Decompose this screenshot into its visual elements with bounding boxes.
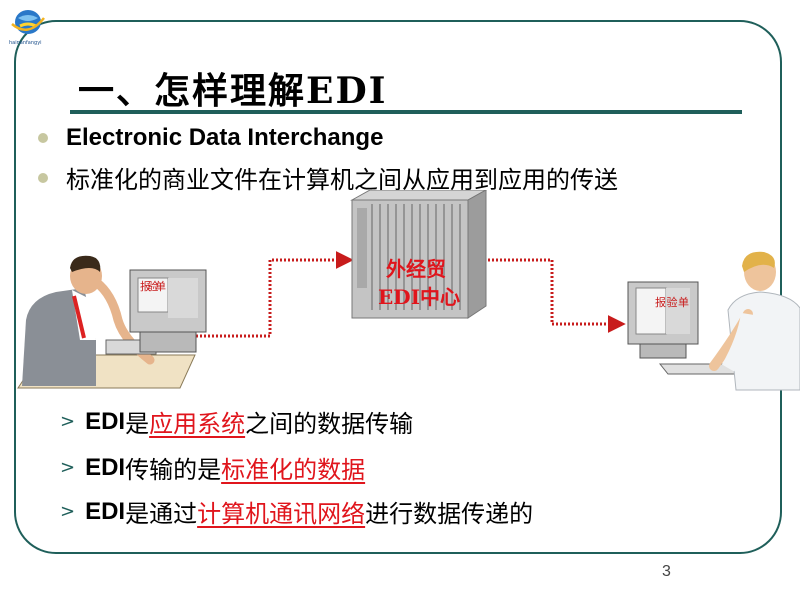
arrow-bullet-icon: >	[60, 457, 76, 478]
bullet-dot-icon	[38, 172, 48, 183]
receiver-computer-icon: 报验单	[627, 281, 742, 375]
bullet-text: 标准化的商业文件在计算机之间从应用到应用的传送	[66, 166, 618, 194]
point-connector: 传输的是	[125, 456, 222, 484]
server-label-line1: 外经贸	[386, 257, 446, 281]
point-item-1: > EDI 是 应用系统 之间的数据传输	[60, 404, 413, 439]
right-screen-text: 报验单	[655, 295, 689, 309]
point-item-3: > EDI 是通过 计算机通讯网络 进行数据传递的	[60, 494, 533, 529]
point-connector: 是通过	[125, 500, 198, 528]
slide-title: 一、怎样理解EDI	[78, 70, 388, 112]
point-emphasis: 计算机通讯网络	[197, 500, 366, 528]
point-item-2: > EDI 传输的是 标准化的数据	[60, 450, 365, 485]
left-screen-text: 报验单	[140, 279, 166, 293]
globe-logo-icon: hainanfangyi	[9, 10, 45, 46]
edi-diagram: 报验单 外经贸 EDI中心 报验单	[17, 190, 800, 391]
bullet-dot-icon	[38, 133, 48, 143]
title-underline	[70, 110, 742, 114]
bullet-item-1: Electronic Data Interchange	[38, 124, 383, 152]
bullet-item-2: 标准化的商业文件在计算机之间从应用到应用的传送	[38, 160, 618, 195]
point-lead: EDI	[85, 453, 126, 481]
point-lead: EDI	[85, 407, 126, 435]
bullet-text: Electronic Data Interchange	[66, 124, 384, 151]
point-emphasis: 应用系统	[149, 410, 246, 438]
server-rack-icon: 外经贸 EDI中心	[350, 190, 488, 319]
svg-text:hainanfangyi: hainanfangyi	[9, 40, 42, 46]
point-tail: 进行数据传递的	[365, 500, 534, 528]
arrow-bullet-icon: >	[60, 501, 76, 522]
point-connector: 是	[125, 410, 150, 438]
arrow-to-receiver	[476, 258, 626, 333]
server-label-line2: EDI中心	[378, 285, 460, 309]
point-lead: EDI	[85, 497, 126, 525]
point-emphasis: 标准化的数据	[221, 456, 366, 484]
arrow-bullet-icon: >	[60, 411, 76, 432]
sender-computer-icon: 报验单	[129, 269, 207, 353]
sender-user-icon	[17, 255, 196, 389]
receiver-user-icon	[709, 251, 800, 391]
point-tail: 之间的数据传输	[245, 410, 414, 438]
slide-frame	[14, 20, 782, 554]
page-number: 3	[662, 563, 671, 580]
arrow-to-server	[196, 251, 354, 338]
